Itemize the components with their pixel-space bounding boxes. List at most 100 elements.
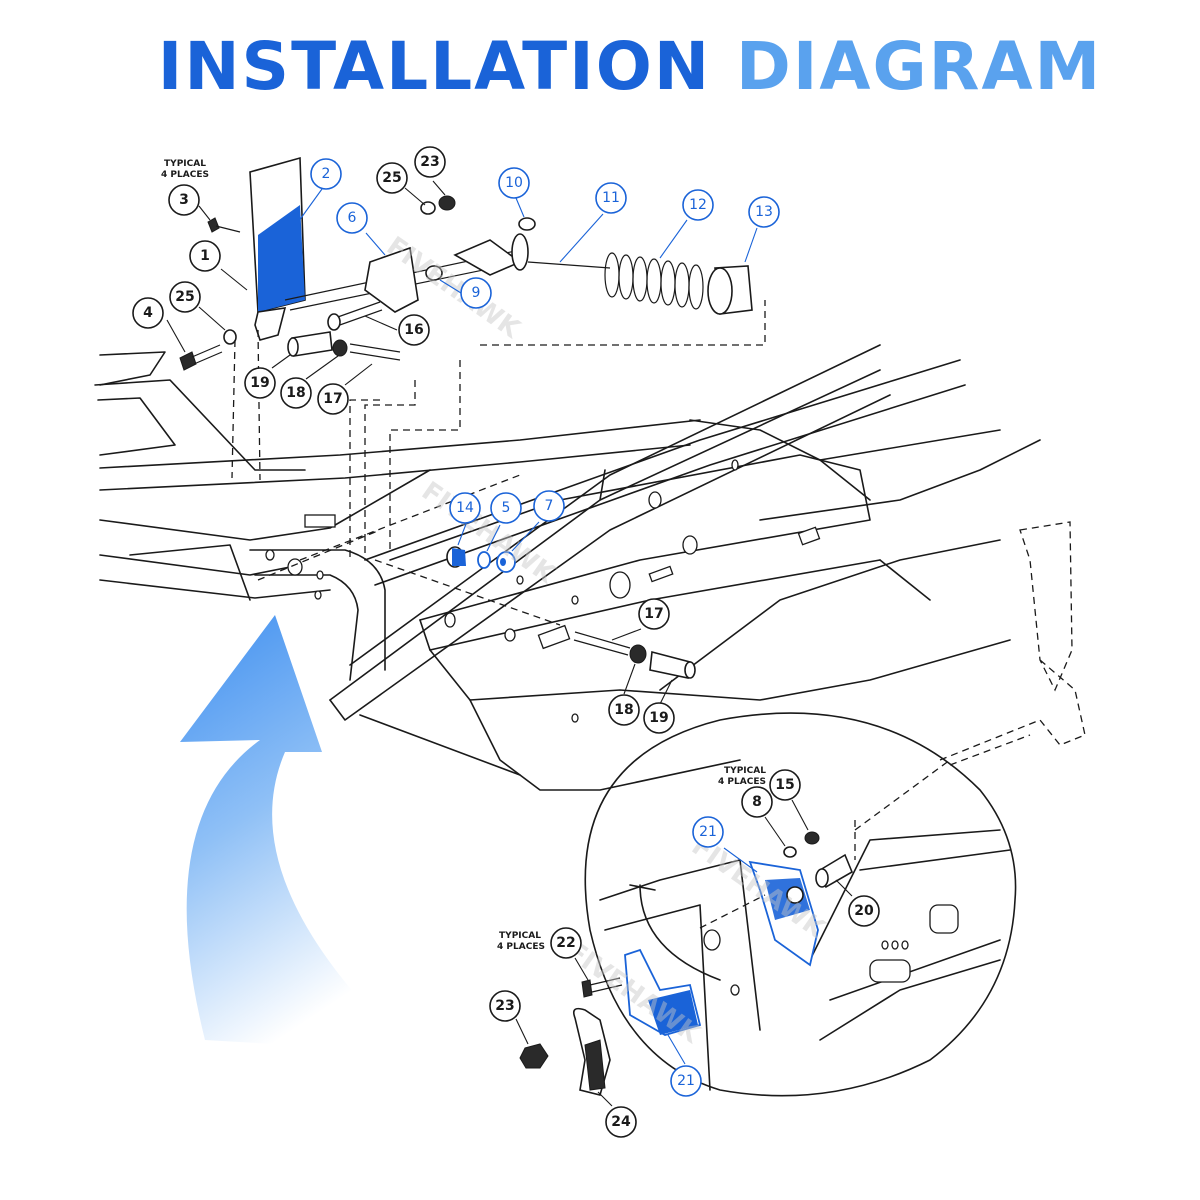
- callout-label: 23: [495, 998, 514, 1014]
- callout-circle: [748, 196, 780, 228]
- callout-label: 18: [614, 702, 633, 718]
- callout-6: 6: [336, 202, 368, 234]
- callout-label: 4: [143, 305, 153, 321]
- callout-24: 24: [605, 1106, 637, 1138]
- callout-label: 12: [689, 197, 707, 213]
- callout-label: 17: [644, 606, 663, 622]
- callout-20: 20: [848, 895, 880, 927]
- callout-label: 15: [775, 777, 794, 793]
- callout-circle: [449, 492, 481, 524]
- callout-8: 8: [741, 786, 773, 818]
- callout-label: 14: [456, 500, 474, 516]
- typical-4-places-note-top: TYPICAL 4 PLACES: [161, 159, 209, 180]
- callout-23: 23: [489, 990, 521, 1022]
- callout-18: 18: [280, 377, 312, 409]
- callout-22: 22: [550, 927, 582, 959]
- svg-text:FIVEHAWK: FIVEHAWK: [416, 476, 561, 590]
- callout-circle: [310, 158, 342, 190]
- callout-label: 11: [602, 190, 620, 206]
- callout-label: 9: [472, 285, 481, 301]
- callout-25: 25: [376, 162, 408, 194]
- typical-4-places-note-detail-left: TYPICAL 4 PLACES: [497, 931, 545, 952]
- assembly-guide-lines: [231, 300, 766, 626]
- callout-circle: [643, 702, 675, 734]
- typical-4-places-note-detail-right: TYPICAL 4 PLACES: [718, 766, 766, 787]
- callout-circle: [336, 202, 368, 234]
- callout-label: 1: [200, 248, 210, 264]
- center-bushing-parts: [446, 546, 516, 573]
- pedal-assembly: [179, 156, 753, 371]
- pedal-outline-dashed: [939, 521, 1086, 766]
- callout-1: 1: [189, 240, 221, 272]
- callout-2: 2: [310, 158, 342, 190]
- callout-label: 7: [545, 498, 554, 514]
- callout-circle: [189, 240, 221, 272]
- callout-label: 8: [752, 794, 762, 810]
- callout-label: 25: [175, 289, 194, 305]
- callout-circle: [376, 162, 408, 194]
- callout-circle: [682, 189, 714, 221]
- callout-circle: [244, 367, 276, 399]
- callout-21: 21: [670, 1065, 702, 1097]
- callout-10: 10: [498, 167, 530, 199]
- callout-circle: [638, 598, 670, 630]
- callout-circle: [414, 146, 446, 178]
- callout-label: 16: [404, 322, 423, 338]
- callout-23: 23: [414, 146, 446, 178]
- callout-label: 2: [322, 166, 331, 182]
- detail-arrow: [180, 615, 410, 1052]
- callout-circle: [595, 182, 627, 214]
- callout-label: 3: [179, 192, 189, 208]
- callout-16: 16: [398, 314, 430, 346]
- callout-label: 18: [286, 385, 305, 401]
- callout-label: 19: [649, 710, 668, 726]
- callout-12: 12: [682, 189, 714, 221]
- callout-5: 5: [490, 492, 522, 524]
- callout-circle: [848, 895, 880, 927]
- callout-label: 24: [611, 1114, 631, 1130]
- callout-3: 3: [168, 184, 200, 216]
- callout-18: 18: [608, 694, 640, 726]
- callout-label: 10: [505, 175, 523, 191]
- svg-text:TYPICAL: TYPICAL: [724, 766, 766, 776]
- callout-4: 4: [132, 297, 164, 329]
- callout-label: 6: [348, 210, 357, 226]
- svg-text:TYPICAL: TYPICAL: [499, 931, 541, 941]
- callout-label: 21: [699, 824, 717, 840]
- callout-label: 20: [854, 903, 874, 919]
- title-word-installation: INSTALLATION: [157, 28, 712, 105]
- callout-circle: [741, 786, 773, 818]
- callout-17: 17: [638, 598, 670, 630]
- callout-circle: [132, 297, 164, 329]
- callout-circle: [280, 377, 312, 409]
- callout-circle: [605, 1106, 637, 1138]
- callout-label: 21: [677, 1073, 695, 1089]
- callout-circle: [317, 383, 349, 415]
- callout-7: 7: [533, 490, 565, 522]
- callout-21: 21: [692, 816, 724, 848]
- callout-circle: [498, 167, 530, 199]
- callout-circle: [670, 1065, 702, 1097]
- callout-9: 9: [460, 277, 492, 309]
- callout-circle: [169, 281, 201, 313]
- lower-stud-parts: [573, 631, 696, 679]
- callout-circle: [490, 492, 522, 524]
- callout-19: 19: [244, 367, 276, 399]
- callout-circle: [550, 927, 582, 959]
- chassis-frame: [94, 344, 1041, 791]
- callout-circle: [769, 769, 801, 801]
- svg-text:4 PLACES: 4 PLACES: [718, 777, 766, 787]
- callout-circle: [608, 694, 640, 726]
- callout-circle: [460, 277, 492, 309]
- detail-view: [519, 712, 1017, 1097]
- callout-circle: [489, 990, 521, 1022]
- svg-text:4 PLACES: 4 PLACES: [161, 170, 209, 180]
- callout-label: 13: [755, 204, 773, 220]
- callout-label: 17: [323, 391, 342, 407]
- callout-15: 15: [769, 769, 801, 801]
- callout-14: 14: [449, 492, 481, 524]
- title-word-diagram: DIAGRAM: [736, 28, 1103, 105]
- callout-leaders: [166, 180, 853, 1107]
